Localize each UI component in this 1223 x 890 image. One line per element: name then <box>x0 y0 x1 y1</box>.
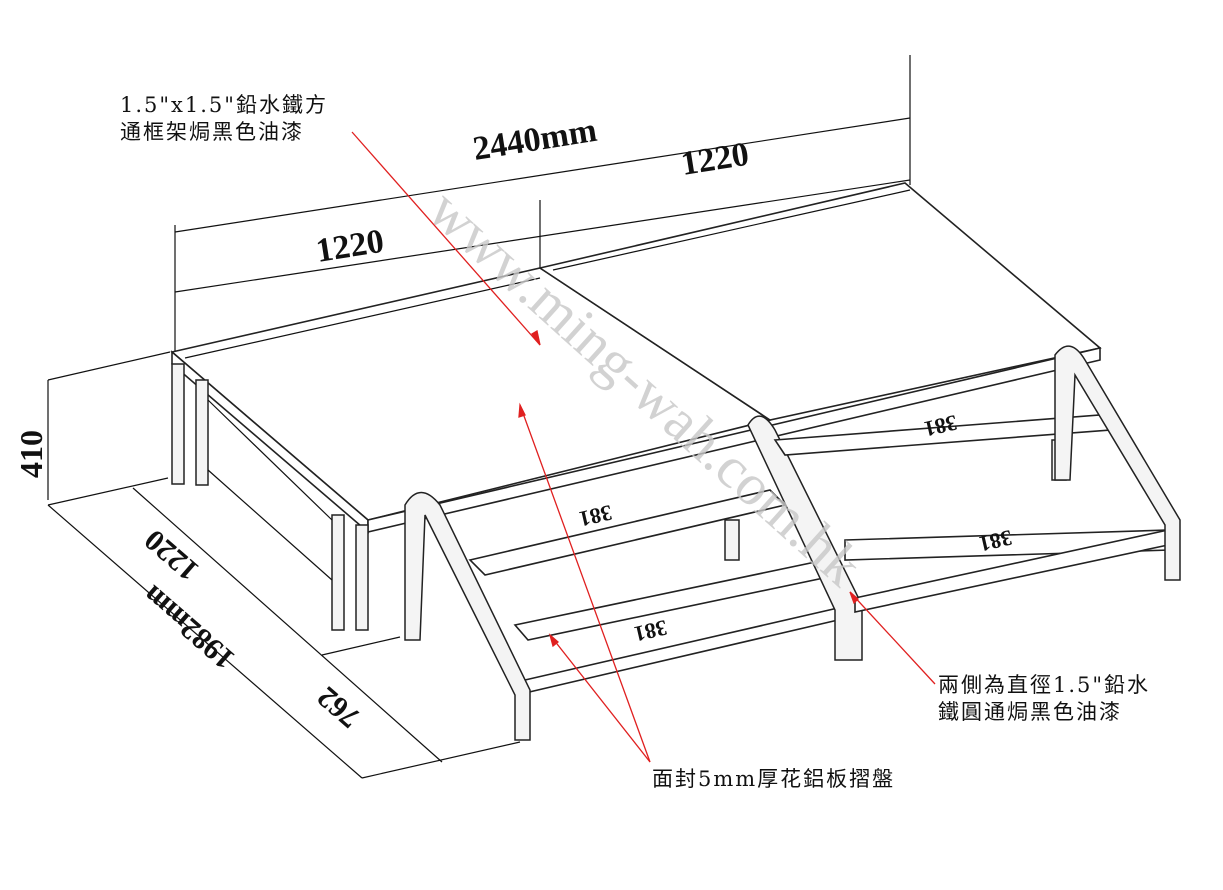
frame-note-line1: 1.5"x1.5"鉛水鐵方 <box>120 93 328 117</box>
left-steps: 381 381 <box>404 415 863 741</box>
stage-platforms <box>170 182 1102 631</box>
left-width-label: 1220 <box>313 223 386 270</box>
sides-note-line1: 兩側為直徑1.5"鉛水 <box>938 673 1151 697</box>
height-label: 410 <box>13 430 49 478</box>
total-width-label: 2440mm <box>470 112 599 168</box>
right-steps: 381 381 <box>773 345 1181 613</box>
sides-note: 兩側為直徑1.5"鉛水 鐵圓通焗黑色油漆 <box>938 672 1150 726</box>
frame-note: 1.5"x1.5"鉛水鐵方 通框架焗黑色油漆 <box>120 92 328 146</box>
tread-label: 381 <box>632 615 670 647</box>
right-width-label: 1220 <box>678 136 751 183</box>
frame-note-line2: 通框架焗黑色油漆 <box>120 120 304 144</box>
depth-label: 1220 <box>138 523 205 587</box>
total-depth-label: 1982mm <box>136 579 241 676</box>
deck-note: 面封5mm厚花鋁板摺盤 <box>652 767 896 791</box>
height-dimension: 410 <box>13 351 171 500</box>
leader-arrows <box>351 131 936 763</box>
sides-note-line2: 鐵圓通焗黑色油漆 <box>938 700 1122 724</box>
